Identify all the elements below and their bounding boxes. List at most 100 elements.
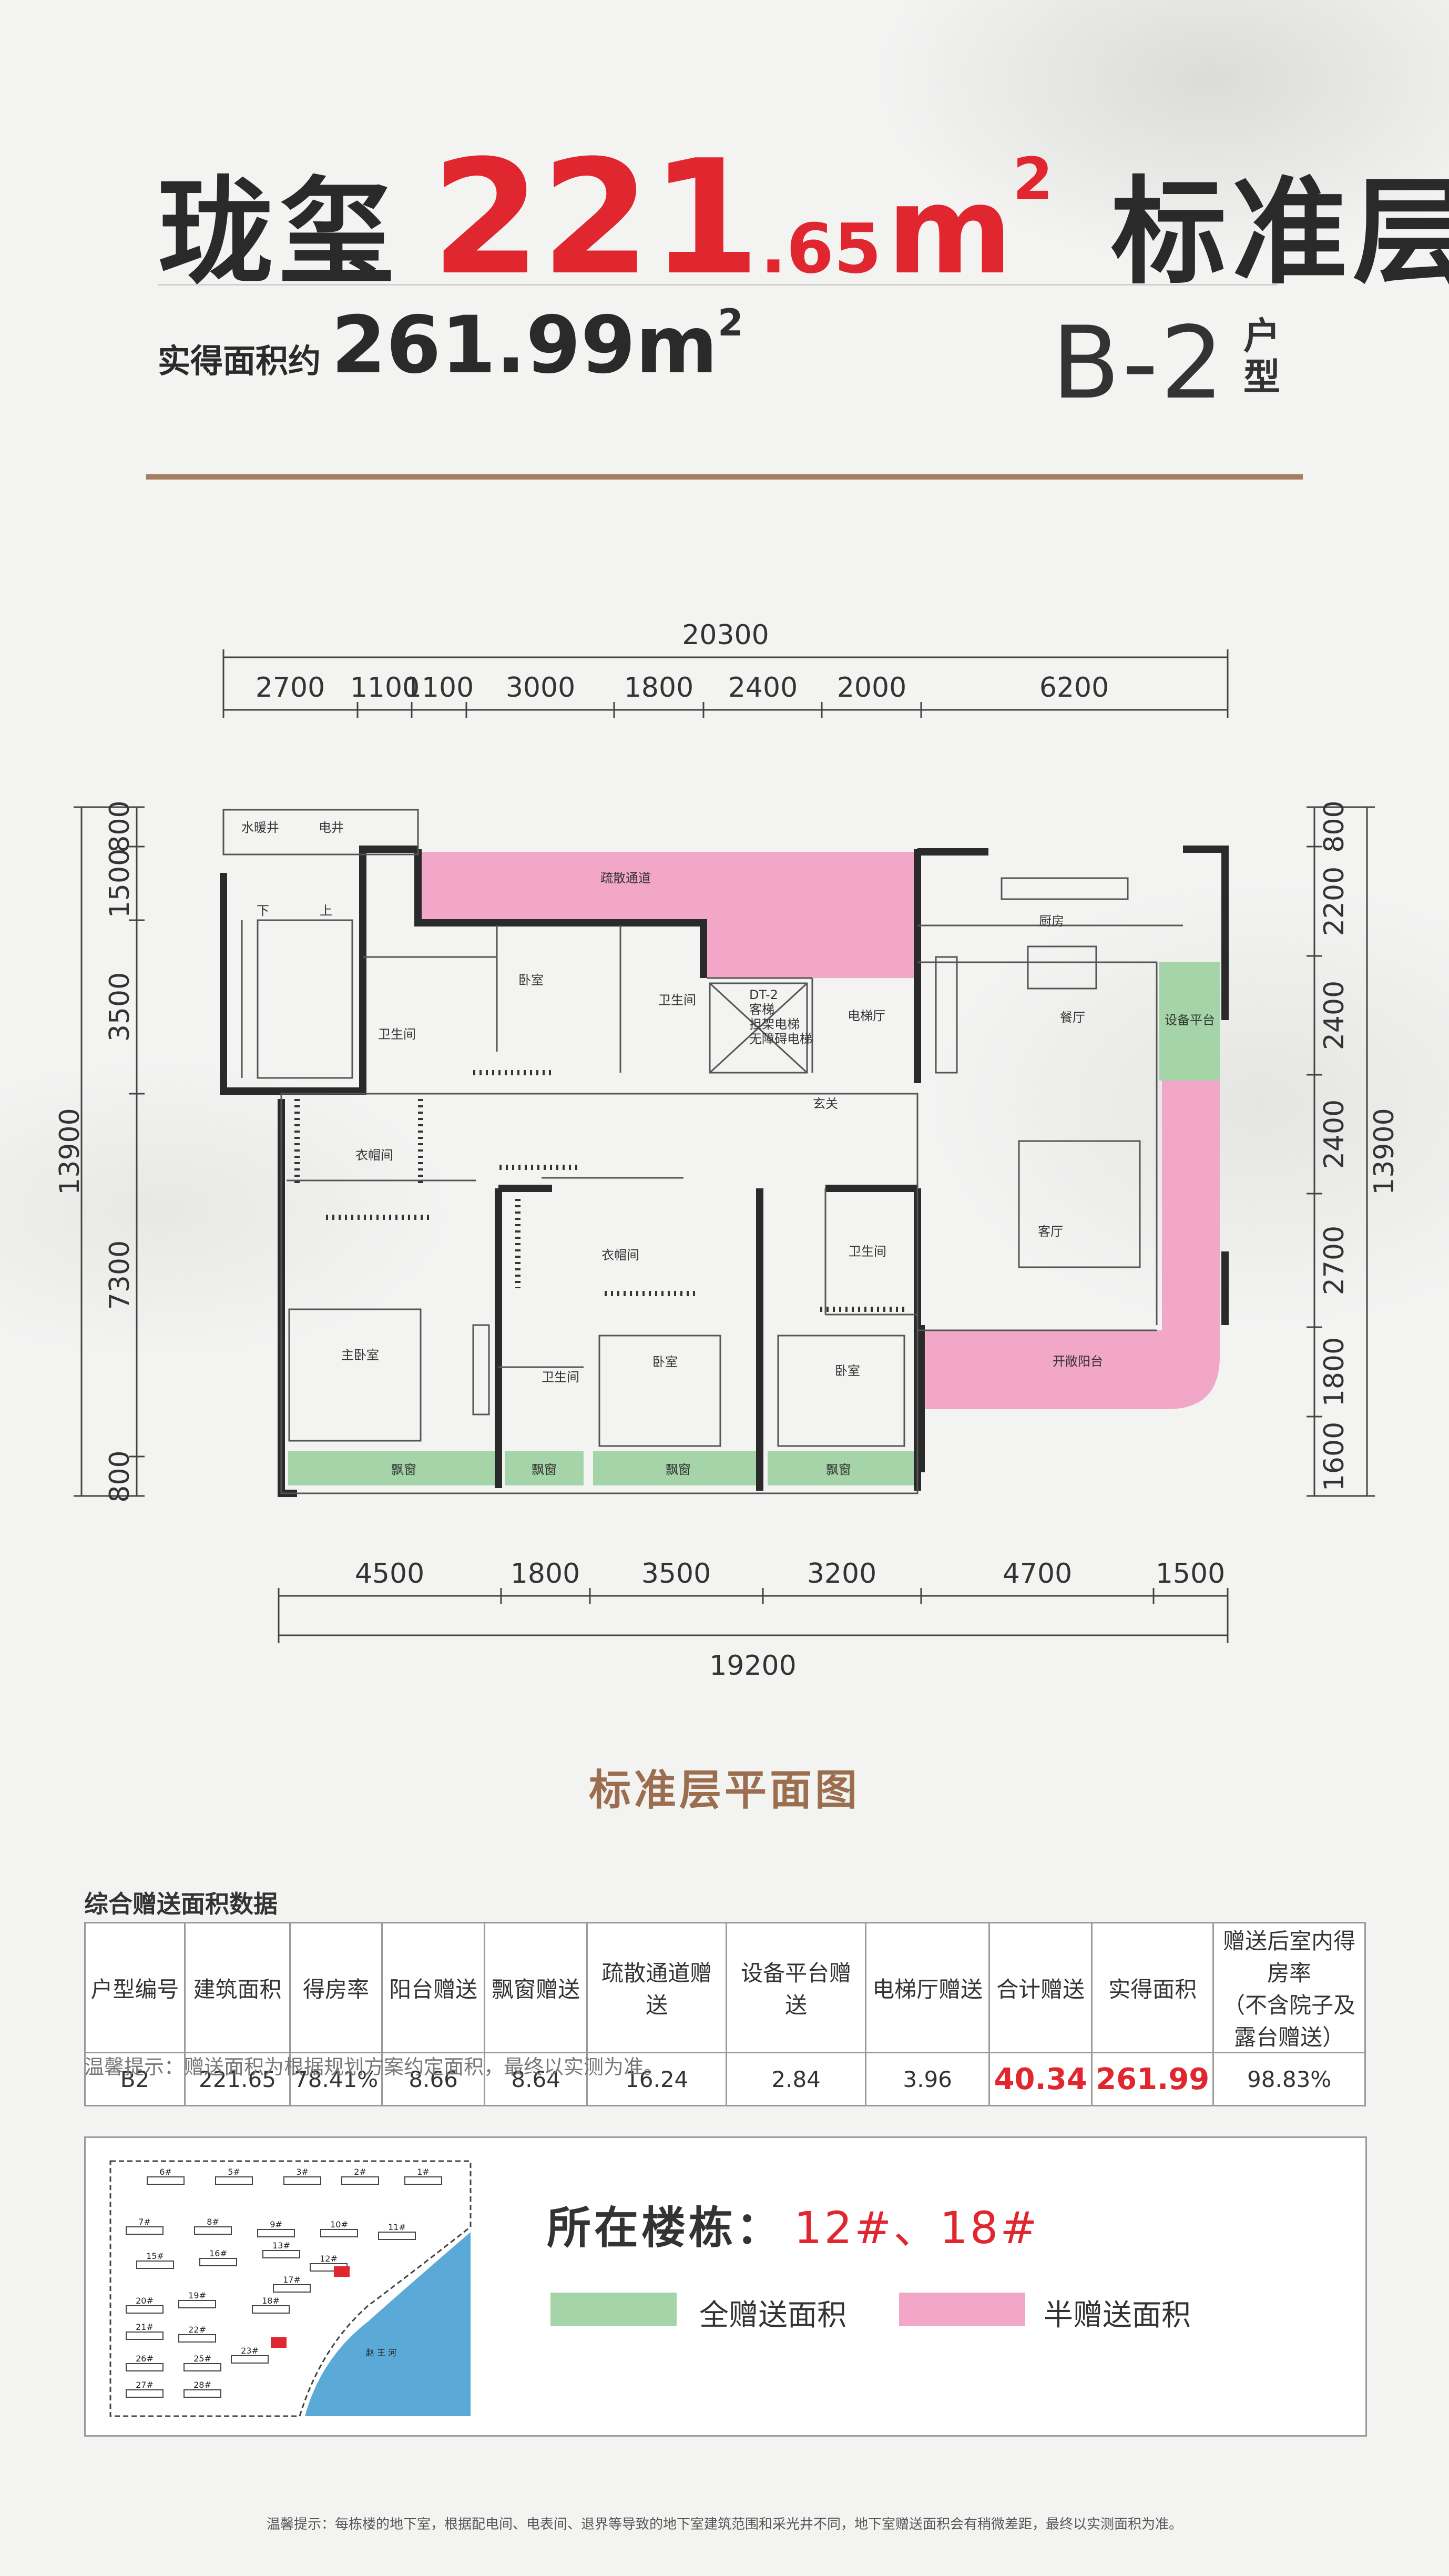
dim-bottom-2: 1800: [511, 1558, 580, 1590]
highlight-18: [271, 2337, 287, 2348]
site-block-label: 26#: [136, 2354, 154, 2364]
table-title: 综合赠送面积数据: [84, 1890, 278, 1918]
bay-area-2: [505, 1451, 584, 1485]
bay-area-3: [593, 1451, 759, 1485]
bay-area-1: [288, 1451, 498, 1485]
title-divider: [158, 284, 1278, 286]
site-block: [273, 2284, 311, 2293]
dim-bottom-3: 3500: [641, 1558, 711, 1590]
th-unit: 户型编号: [84, 1922, 186, 2053]
room-bedroom-a: 卧室: [518, 973, 544, 987]
site-map: 赵 王 河 6#5#3#2#1#7#8#9#10#11#13#12#15#16#…: [95, 2148, 486, 2421]
actual-area-label: 实得面积约: [158, 342, 321, 380]
dim-right-1: 800: [1319, 800, 1350, 852]
unit-code: B-2: [1052, 305, 1226, 421]
dim-left-5: 800: [104, 1450, 136, 1502]
cell-building-area: 221.65: [184, 2052, 291, 2106]
building-numbers: 12#、18#: [794, 2202, 1039, 2254]
cell-indoor-ratio: 98.83%: [1212, 2052, 1366, 2106]
site-block-label: 13#: [272, 2241, 290, 2251]
site-block: [183, 2389, 221, 2398]
site-block-label: 1#: [417, 2167, 430, 2177]
room-kitchen: 厨房: [1039, 914, 1064, 929]
site-block-label: 20#: [136, 2296, 154, 2306]
site-block-label: 16#: [209, 2248, 227, 2258]
dim-right-total: 13900: [1369, 1108, 1400, 1195]
site-block-label: 2#: [354, 2167, 366, 2177]
elevator-type-1: 客梯: [749, 1002, 774, 1017]
room-living: 客厅: [1038, 1224, 1063, 1239]
room-dining: 餐厅: [1060, 1010, 1085, 1025]
dim-top-4: 3000: [506, 672, 575, 704]
cell-evac: 16.24: [586, 2052, 728, 2106]
legend-half-swatch: [899, 2293, 1025, 2326]
cell-balcony: 8.66: [381, 2052, 486, 2106]
th-indoor-ratio-2: （不含院子及露台赠送）: [1223, 1992, 1356, 2050]
dim-right-7: 1600: [1319, 1422, 1350, 1491]
room-bedroom-c: 卧室: [835, 1363, 860, 1378]
site-block: [126, 2226, 164, 2235]
site-block: [231, 2355, 269, 2364]
actual-area: 实得面积约 261.99m 2: [158, 300, 743, 391]
brown-divider: [146, 474, 1303, 480]
dim-right-2: 2200: [1319, 867, 1350, 936]
room-bath-a: 卫生间: [378, 1027, 416, 1042]
th-elevator: 电梯厅赠送: [865, 1922, 991, 2053]
site-block-label: 10#: [330, 2219, 348, 2229]
site-block-label: 22#: [188, 2325, 206, 2335]
room-water-well: 水暖井: [241, 820, 279, 835]
actual-area-value: 261.99m: [331, 300, 718, 391]
legend-full-swatch: [550, 2293, 677, 2326]
th-evac: 疏散通道赠送: [586, 1922, 728, 2053]
room-foyer: 玄关: [813, 1096, 838, 1111]
site-block: [178, 2300, 216, 2308]
site-block: [262, 2250, 300, 2258]
site-block: [283, 2176, 321, 2185]
stair-up: 上: [320, 903, 332, 918]
site-block-label: 8#: [207, 2217, 219, 2227]
site-block: [194, 2226, 232, 2235]
page-title: 珑玺 221 .65 m 2 标准层: [158, 126, 1449, 310]
room-equip: 设备平台: [1165, 1013, 1215, 1027]
elevator-code: DT-2: [749, 987, 778, 1002]
building-label: 所在楼栋：: [547, 2202, 784, 2254]
stair-down: 下: [257, 903, 269, 918]
room-bay-2: 飘窗: [532, 1462, 557, 1477]
dim-top-6: 2400: [728, 672, 798, 704]
dim-top-total: 20300: [682, 619, 769, 651]
room-bath-c: 卫生间: [542, 1370, 579, 1384]
river-area: [305, 2232, 471, 2416]
plan-caption: 标准层平面图: [589, 1766, 860, 1815]
site-block-label: 9#: [270, 2219, 282, 2229]
room-closet-b: 衣帽间: [601, 1248, 639, 1262]
equip-area: [1159, 962, 1220, 1081]
site-block: [341, 2176, 379, 2185]
site-block-label: 23#: [241, 2346, 259, 2356]
site-block: [215, 2176, 253, 2185]
dim-bottom-6: 1500: [1156, 1558, 1225, 1590]
area-unit-sup: 2: [1013, 145, 1053, 212]
site-block: [147, 2176, 185, 2185]
th-actual: 实得面积: [1091, 1922, 1215, 2053]
unit-type: 户型: [1243, 314, 1280, 399]
area-integer: 221: [431, 126, 761, 310]
site-block: [126, 2389, 164, 2398]
cell-equip: 2.84: [726, 2052, 867, 2106]
dim-left-1: 800: [104, 800, 136, 852]
dim-top-5: 1800: [624, 672, 693, 704]
dim-bottom-1: 4500: [355, 1558, 424, 1590]
footer-note: 温馨提示：每栋楼的地下室，根据配电间、电表间、退界等导致的地下室建筑范围和采光井…: [266, 2517, 1182, 2532]
gift-area-table: 户型编号 建筑面积 得房率 阳台赠送 飘窗赠送 疏散通道赠送 设备平台赠送 电梯…: [84, 1922, 1366, 2106]
site-block-label: 12#: [320, 2254, 338, 2264]
room-bay-4: 飘窗: [826, 1462, 851, 1477]
dim-right-6: 1800: [1319, 1337, 1350, 1407]
cell-ratio: 78.41%: [289, 2052, 383, 2106]
th-balcony: 阳台赠送: [381, 1922, 486, 2053]
area-unit: m: [886, 161, 1013, 301]
th-ratio: 得房率: [289, 1922, 383, 2053]
site-block-label: 5#: [228, 2167, 240, 2177]
dim-top-8: 6200: [1039, 672, 1109, 704]
dim-right-3: 2400: [1319, 981, 1350, 1050]
th-total-gift: 合计赠送: [988, 1922, 1093, 2053]
dim-bottom-total: 19200: [709, 1650, 796, 1682]
